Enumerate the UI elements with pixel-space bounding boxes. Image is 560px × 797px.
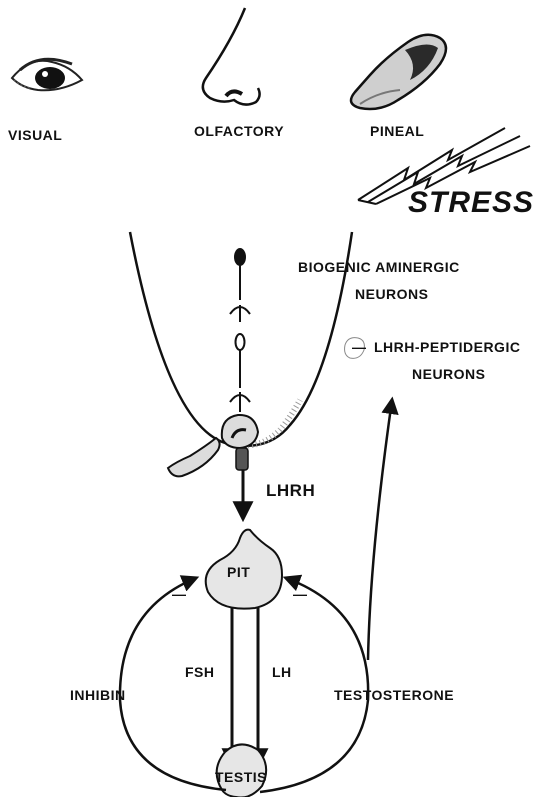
testosterone-minus-sign: — xyxy=(293,587,308,601)
biogenic-neuron-soma xyxy=(235,249,245,265)
portal-vessel xyxy=(236,448,248,470)
pineal-gland-icon xyxy=(351,35,446,109)
testosterone-feedback-arrow xyxy=(260,578,368,792)
label-lhrh: LHRH xyxy=(266,482,315,499)
label-fsh: FSH xyxy=(185,665,215,679)
median-eminence xyxy=(168,415,258,476)
label-lhrh-peptidergic-line1: LHRH-PEPTIDERGIC xyxy=(374,340,520,354)
label-stress: STRESS xyxy=(408,188,534,218)
label-visual: VISUAL xyxy=(8,128,62,142)
label-biogenic-line1: BIOGENIC AMINERGIC xyxy=(298,260,460,274)
eye-icon xyxy=(12,59,82,90)
label-inhibin: INHIBIN xyxy=(70,688,126,702)
label-pituitary: PIT xyxy=(227,565,250,579)
label-pineal: PINEAL xyxy=(370,124,424,138)
peptidergic-neuron-soma xyxy=(236,334,245,350)
inhibin-minus-sign: — xyxy=(172,587,187,601)
inhibin-feedback-arrow xyxy=(120,578,226,790)
testosterone-to-hypothalamus-arrow xyxy=(368,400,392,660)
label-lhrh-peptidergic-line2: NEURONS xyxy=(412,367,486,381)
label-testis: TESTIS xyxy=(215,770,267,784)
label-lh: LH xyxy=(272,665,292,679)
label-olfactory: OLFACTORY xyxy=(194,124,284,138)
nose-icon xyxy=(203,8,260,105)
lhrh-neuron-minus-sign: — xyxy=(352,340,367,354)
infundibulum xyxy=(168,438,220,476)
label-biogenic-line2: NEURONS xyxy=(355,287,429,301)
neuron-chain xyxy=(230,249,250,412)
label-testosterone: TESTOSTERONE xyxy=(334,688,454,702)
